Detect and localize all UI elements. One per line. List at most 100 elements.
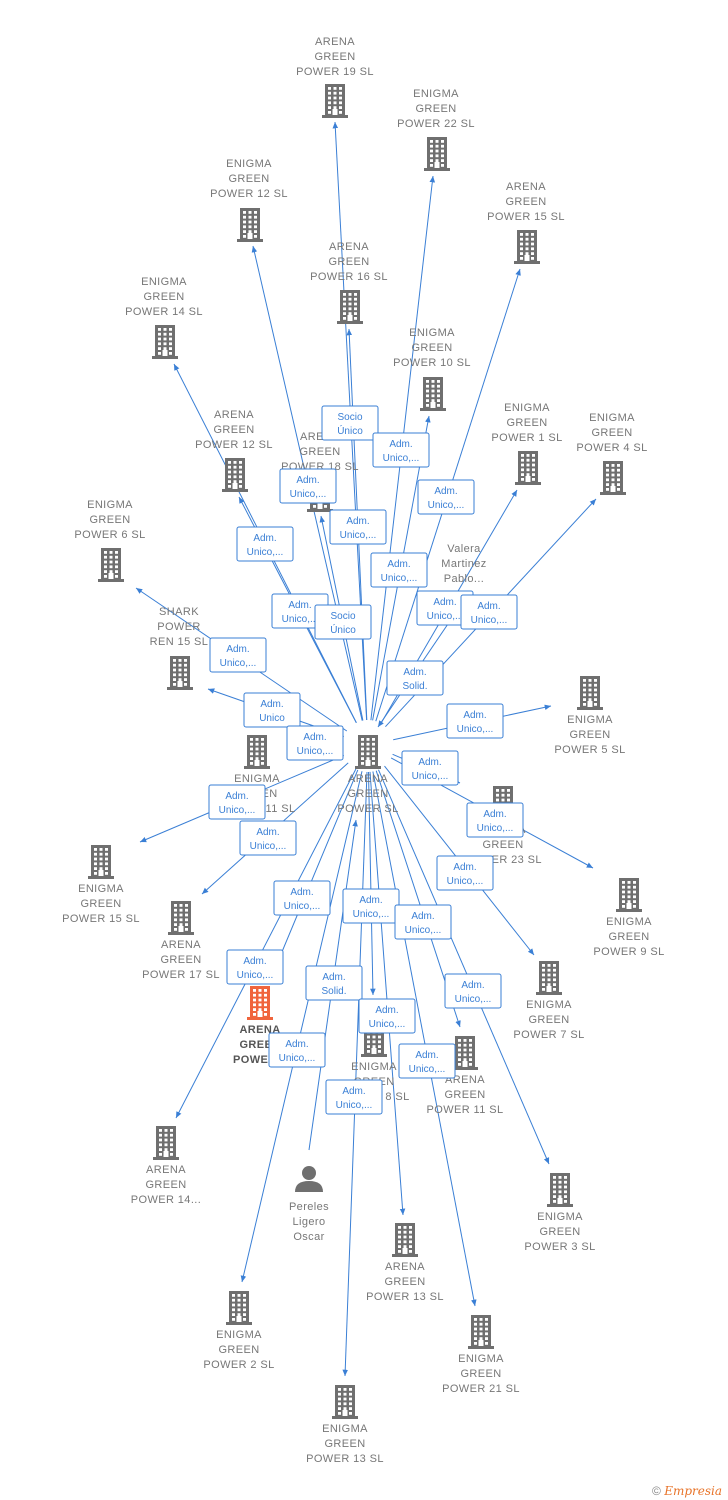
edge-label-box — [325, 1079, 383, 1115]
node-label: GREEN — [143, 291, 184, 303]
edge-label-text: Adm. — [375, 1005, 398, 1016]
edge-label[interactable]: Adm.Unico — [243, 692, 301, 728]
building-icon — [515, 451, 541, 485]
edge-label[interactable]: Adm.Unico,... — [372, 432, 430, 468]
edge-label-box — [386, 660, 444, 696]
node-label: GREEN — [415, 103, 456, 115]
edge-label[interactable]: Adm.Unico,... — [208, 784, 266, 820]
edge-label[interactable]: Adm.Unico,... — [325, 1079, 383, 1115]
node-label: POWER 22 SL — [397, 118, 475, 130]
edge-label[interactable]: Adm.Unico,... — [342, 888, 400, 924]
edge-label[interactable]: Adm.Unico,... — [446, 703, 504, 739]
building-icon — [452, 1036, 478, 1070]
edge-label-text: Adm. — [290, 887, 313, 898]
node-label: POWER 12 SL — [195, 439, 273, 451]
edge-label-box — [370, 552, 428, 588]
edge-label-box — [279, 468, 337, 504]
edge-label-text: Unico,... — [250, 841, 287, 852]
edge-label-text: Adm. — [226, 644, 249, 655]
node-label: POWER 1 SL — [491, 432, 562, 444]
edge-label-text: Único — [330, 623, 356, 636]
edge-label-box — [398, 1043, 456, 1079]
node-label: REN 15 SL — [150, 636, 209, 648]
edge-label-text: Unico,... — [447, 876, 484, 887]
node-label: GREEN — [444, 1089, 485, 1101]
edge-label[interactable]: Adm.Unico,... — [329, 509, 387, 545]
node-label: ENIGMA — [351, 1061, 397, 1073]
edge-label[interactable]: Adm.Unico,... — [239, 820, 297, 856]
edge-label[interactable]: Adm.Unico,... — [460, 594, 518, 630]
edge-label[interactable]: Adm.Unico,... — [358, 998, 416, 1034]
edge-label-text: Único — [337, 424, 363, 437]
edge-label-text: Adm. — [303, 732, 326, 743]
edge-label[interactable]: Adm.Unico,... — [394, 904, 452, 940]
edge-label-text: Adm. — [483, 809, 506, 820]
edge-label[interactable]: Adm.Unico,... — [444, 973, 502, 1009]
edge-label-box — [236, 526, 294, 562]
edge-label[interactable]: Adm.Unico,... — [370, 552, 428, 588]
edge-label-box — [314, 604, 372, 640]
edge-label[interactable]: Adm.Unico,... — [279, 468, 337, 504]
copyright-symbol: © — [652, 1484, 661, 1498]
node-label: POWER 5 SL — [554, 744, 625, 756]
building-icon — [616, 878, 642, 912]
edge-label[interactable]: Adm.Unico,... — [268, 1032, 326, 1068]
edge-line — [175, 768, 357, 1119]
edge-label-text: Adm. — [418, 757, 441, 768]
edge-label[interactable]: Adm.Unico,... — [236, 526, 294, 562]
brand-logo[interactable]: Empresia — [664, 1484, 722, 1498]
edge-label-text: Unico,... — [297, 746, 334, 757]
edge-label[interactable]: Adm.Unico,... — [398, 1043, 456, 1079]
node-label: ENIGMA — [606, 916, 652, 928]
building-icon — [222, 458, 248, 492]
node-label: GREEN — [328, 256, 369, 268]
edge-label[interactable]: Adm.Unico,... — [273, 880, 331, 916]
edge-label[interactable]: Adm.Unico,... — [436, 855, 494, 891]
edge-label[interactable]: Adm.Unico,... — [417, 479, 475, 515]
edge-label[interactable]: Adm. Unico,... — [286, 725, 344, 761]
edge-label-text: Adm. — [387, 559, 410, 570]
edge-label[interactable]: Adm.Solid. — [386, 660, 444, 696]
edge-label[interactable]: Adm.Unico,... — [466, 802, 524, 838]
edge-label[interactable]: Adm.Unico,... — [209, 637, 267, 673]
node-label: ARENA — [348, 773, 388, 785]
edge-line — [342, 771, 368, 1377]
edge-label-text: Adm. — [411, 911, 434, 922]
edge-label-box — [436, 855, 494, 891]
edge-label[interactable]: Adm.Unico,... — [226, 949, 284, 985]
edge-label[interactable]: Adm.Unico,... — [401, 750, 459, 786]
building-icon — [337, 290, 363, 324]
building-icon — [153, 1126, 179, 1160]
edge-label-box — [239, 820, 297, 856]
node-n-valera[interactable]: ValeraMartinezPablo... — [441, 543, 486, 585]
edge-label[interactable]: Adm.Solid. — [305, 965, 363, 1001]
